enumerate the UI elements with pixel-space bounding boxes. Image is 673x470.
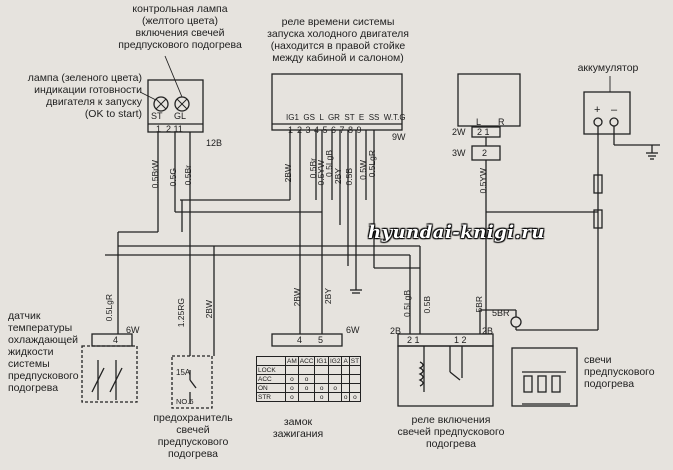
- wire-label: 0.5Br: [183, 165, 193, 186]
- pin-gl: GL: [174, 111, 187, 121]
- table-cell: ON: [256, 383, 286, 393]
- block-2: 2: [482, 148, 488, 158]
- wire-label: 1.25RG: [176, 298, 186, 328]
- table-cell: ACC: [297, 356, 316, 366]
- block-l: L: [476, 117, 482, 127]
- table-cell: [314, 374, 329, 384]
- bat-plus: +: [594, 104, 601, 116]
- wire-label: 0.5BrW: [150, 160, 160, 189]
- table-cell: [297, 392, 316, 402]
- ign-conn: 6W: [346, 325, 360, 335]
- table-cell: o: [327, 383, 343, 393]
- table-cell: [327, 392, 343, 402]
- table-cell: IG2: [327, 356, 343, 366]
- table-cell: ST: [348, 356, 362, 366]
- table-cell: o: [285, 392, 299, 402]
- pin-lamp-conn: 12B: [206, 138, 223, 148]
- fuse-no: NO.6: [176, 397, 194, 406]
- glow-conn-l: 2B: [390, 326, 402, 336]
- ignition-switch-table: AM ACC IG1 IG2 A ST LOCK ACC o o ON o o …: [256, 356, 362, 402]
- relay-terminals: IG1 GS L GR ST E SS W.T.G: [286, 113, 406, 122]
- table-cell: o: [341, 392, 350, 402]
- relay-conn: 9W: [392, 132, 406, 142]
- glow-left-pins: 2 1: [407, 335, 420, 345]
- pin-lamp-pins: 1 2 11: [156, 124, 183, 134]
- table-cell: [327, 365, 343, 375]
- label-temp-sensor: датчик температуры охлаждающей жидкости …: [8, 310, 79, 394]
- label-fuse: предохранитель свечей предпускового подо…: [153, 412, 233, 460]
- ign-pin-5: 5: [318, 335, 324, 345]
- table-cell: o: [285, 383, 299, 393]
- relay-pin-1: 1: [288, 125, 294, 135]
- relay-timer-block: [271, 73, 403, 131]
- battery-box: [583, 91, 631, 135]
- label-battery: аккумулятор: [577, 62, 639, 74]
- wire-label: 2BW: [292, 288, 302, 307]
- conn-3w: 3W: [452, 148, 466, 158]
- table-cell: [256, 356, 286, 366]
- table-cell: o: [314, 392, 329, 402]
- watermark: hyundai-knigi.ru: [368, 222, 545, 243]
- wire-label: 0.5B: [344, 168, 354, 186]
- table-cell: o: [314, 383, 329, 393]
- table-cell: [348, 374, 362, 384]
- table-cell: [341, 374, 350, 384]
- wire-label: 2BW: [204, 300, 214, 319]
- wire-label: 2BY: [333, 168, 343, 185]
- table-cell: o: [348, 392, 362, 402]
- table-cell: [348, 365, 362, 375]
- wire-label: 0.5YW: [478, 168, 488, 194]
- table-cell: [314, 365, 329, 375]
- table-cell: [327, 374, 343, 384]
- relay-pins: 2 3 4 5 6 7 8 9: [297, 125, 362, 135]
- pin-st: ST: [151, 111, 163, 121]
- label-glow-relay: реле включения свечей предпускового подо…: [397, 414, 505, 450]
- label-glow-plugs: свечи предпускового подогрева: [584, 354, 655, 390]
- table-cell: o: [297, 374, 316, 384]
- wire-label: 0.5LgR: [367, 150, 377, 178]
- label-green-lamp: лампа (зеленого цвета) индикации готовно…: [27, 72, 142, 120]
- wire-label: 0.5B: [422, 296, 432, 314]
- wire-label: 0.5G: [168, 168, 178, 187]
- table-cell: [341, 365, 350, 375]
- table-cell: [341, 383, 350, 393]
- block-r: R: [498, 117, 505, 127]
- fuse-amp: 15A: [176, 368, 191, 377]
- plug-wire: 5BR: [492, 308, 510, 318]
- sensor-conn: 6W: [126, 325, 140, 335]
- table-cell: [348, 383, 362, 393]
- table-cell: STR: [256, 392, 286, 402]
- ign-pin-4: 4: [297, 335, 303, 345]
- label-relay-timer: реле времени системы запуска холодного д…: [267, 16, 409, 64]
- bat-minus: –: [611, 104, 618, 116]
- wire-label: 2BW: [283, 164, 293, 183]
- wire-label: 0.5LgB: [402, 290, 412, 317]
- table-cell: ACC: [256, 374, 286, 384]
- table-cell: o: [285, 374, 299, 384]
- table-cell: [285, 365, 299, 375]
- label-ignition: замок зажигания: [272, 416, 324, 440]
- table-cell: A: [341, 356, 350, 366]
- table-cell: IG1: [314, 356, 329, 366]
- wire-label: 5BR: [474, 296, 484, 313]
- lr-block: [457, 73, 521, 127]
- conn-2w: 2W: [452, 127, 466, 137]
- glow-conn-r: 2B: [482, 326, 494, 336]
- label-yellow-lamp: контрольная лампа (желтого цвета) включе…: [118, 3, 242, 51]
- block-pins: 2 1: [477, 127, 490, 137]
- table-cell: AM: [285, 356, 299, 366]
- sensor-pin: 4: [113, 335, 119, 345]
- table-cell: LOCK: [256, 365, 286, 375]
- glow-right-pins: 1 2: [454, 335, 467, 345]
- table-cell: [297, 365, 316, 375]
- wire-label: 2BY: [323, 288, 333, 305]
- table-cell: o: [297, 383, 316, 393]
- wire-label: 0.5LgR: [104, 294, 114, 322]
